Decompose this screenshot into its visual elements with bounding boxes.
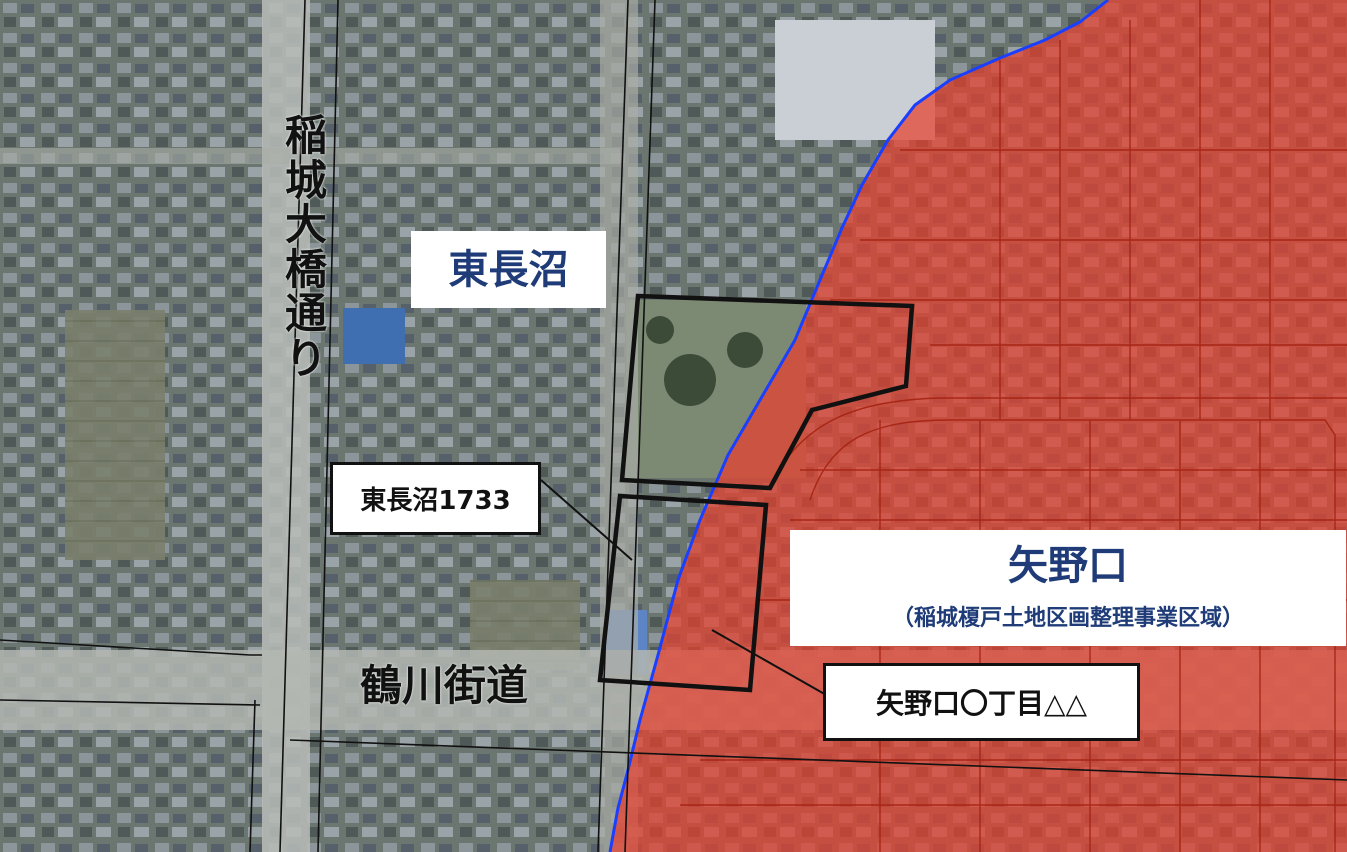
park-tree (646, 316, 674, 344)
area-label-higashi-naganuma: 東長沼 (411, 231, 606, 308)
road-local (600, 0, 638, 852)
leader-line-yanokuchi (711, 629, 836, 701)
address-callout-higashi-naganuma: 東長沼1733 (330, 462, 541, 535)
park-tree (727, 332, 763, 368)
address-callout-yanokuchi: 矢野口〇丁目△△ (823, 663, 1140, 741)
road-label-tsurukawa: 鶴川街道 (360, 661, 529, 710)
area-label-yanokuchi: 矢野口 (1008, 543, 1128, 589)
yanokuchi-boundary (608, 0, 1109, 852)
area-label-yanokuchi-block: 矢野口 （稲城榎戸土地区画整理事業区域） (790, 530, 1346, 646)
park-tree (664, 354, 716, 406)
leader-line-higashi (540, 479, 633, 561)
area-label-yanokuchi-subtitle: （稲城榎戸土地区画整理事業区域） (891, 606, 1244, 631)
parcel-higashi-naganuma-1733 (597, 493, 769, 693)
parcel-higashi-naganuma-north (619, 293, 915, 491)
road-label-inagi-ohashi: 稲城大橋通り (284, 111, 327, 383)
field-area-west (65, 310, 165, 560)
blue-roof-building (343, 308, 405, 364)
yanokuchi-parcel-lines (680, 0, 1347, 852)
road-local (0, 148, 620, 164)
